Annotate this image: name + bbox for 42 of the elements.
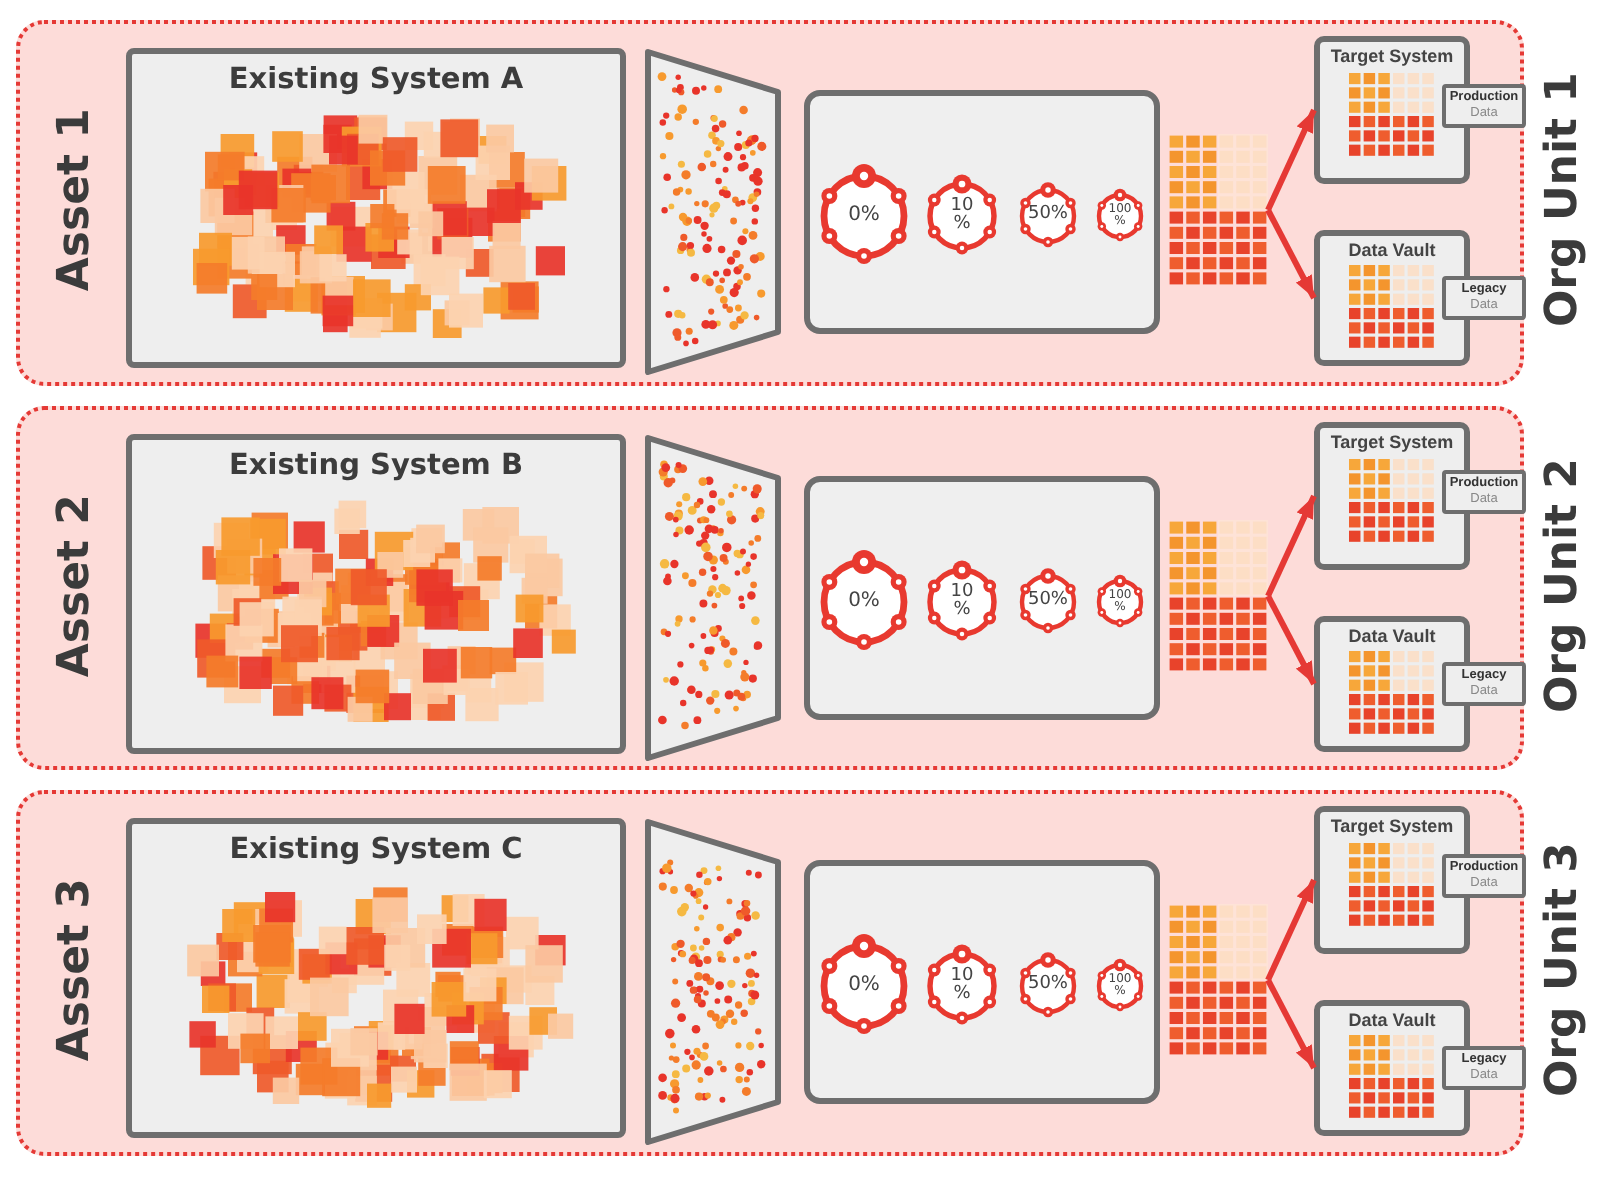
asset-label: Asset 3	[54, 878, 98, 1062]
percent-label: 50%	[1027, 976, 1068, 996]
panel-title: Data Vault	[1348, 1010, 1436, 1031]
arrow	[1265, 978, 1317, 1070]
panel-title: Target System	[1330, 432, 1454, 453]
percent-label: 10 %	[950, 583, 974, 621]
arrow	[1265, 108, 1317, 212]
org-unit-label: Org Unit 3	[1542, 842, 1586, 1098]
block-grid-drawing	[1168, 134, 1268, 286]
arrow	[1265, 208, 1317, 300]
funnel-shape	[644, 48, 784, 376]
panel-title: Existing System C	[229, 834, 523, 869]
org-unit-label: Org Unit 2	[1542, 458, 1586, 714]
percent-label: 0%	[848, 205, 880, 227]
percent-label: 50%	[1027, 206, 1068, 226]
arrow	[1265, 878, 1317, 982]
panel-title: Data Vault	[1348, 626, 1436, 647]
arrow	[1265, 594, 1317, 686]
percent-label: 0%	[848, 591, 880, 613]
gauge-panel	[804, 860, 1160, 1104]
system-panel	[126, 434, 626, 754]
percent-label: 50%	[1027, 592, 1068, 612]
panel-title: Data Vault	[1348, 240, 1436, 261]
arrow	[1265, 494, 1317, 598]
percent-label: 0%	[848, 975, 880, 997]
funnel-shape	[644, 434, 784, 762]
block-grid-drawing	[1168, 904, 1268, 1056]
funnel-shape	[644, 818, 784, 1146]
org-unit-label: Org Unit 1	[1542, 72, 1586, 328]
percent-label: 10 %	[950, 967, 974, 1005]
system-panel	[126, 818, 626, 1138]
panel-title: Existing System B	[228, 450, 523, 485]
percent-label: 10 %	[950, 197, 974, 235]
block-grid-drawing	[1168, 520, 1268, 672]
panel-title: Target System	[1330, 816, 1454, 837]
gauge-panel	[804, 90, 1160, 334]
gauge-panel	[804, 476, 1160, 720]
panel-title: Existing System A	[228, 64, 524, 99]
system-panel	[126, 48, 626, 368]
asset-label: Asset 2	[54, 494, 98, 678]
asset-label: Asset 1	[54, 108, 98, 292]
panel-title: Target System	[1330, 46, 1454, 67]
